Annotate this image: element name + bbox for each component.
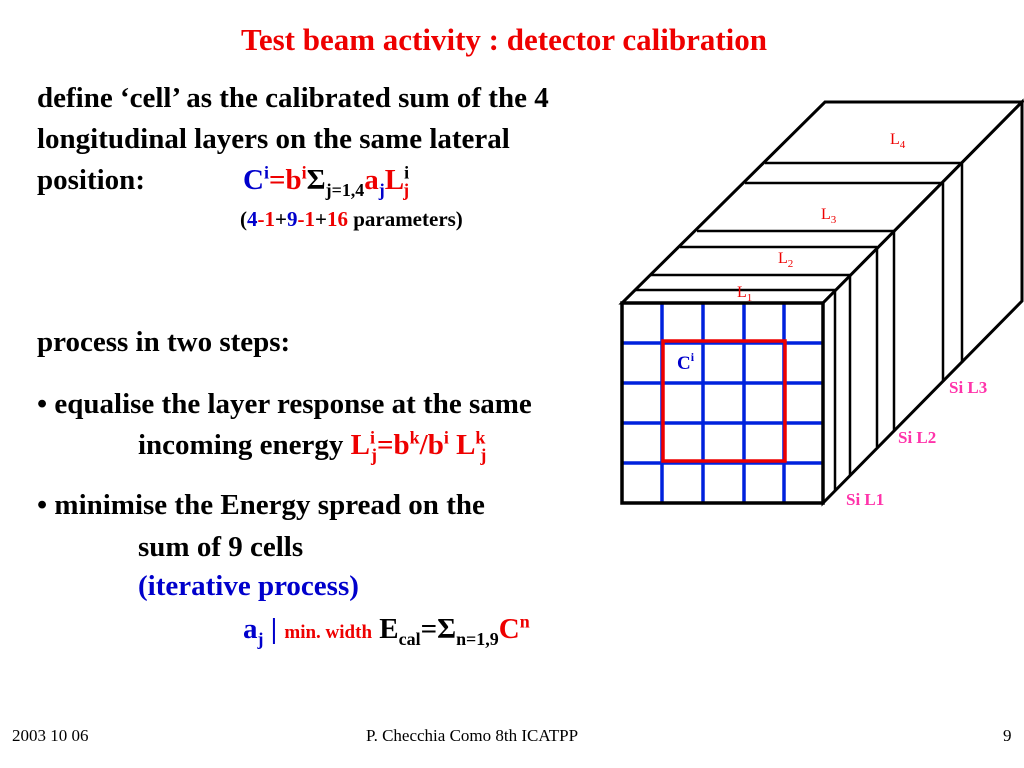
layer-label-1: L1 [737, 284, 752, 304]
formula-a: a [364, 164, 379, 196]
min-c: C [498, 613, 520, 645]
bullet-1-line-2-text: incoming energy [138, 429, 351, 461]
eq-b2-sup: i [443, 427, 449, 448]
param-n2: 9 [286, 207, 298, 231]
min-e: E [372, 613, 399, 645]
cell-formula: Ci=biΣj=1,4ajLij [243, 160, 409, 201]
intro-line-3: position: [37, 164, 145, 196]
cell-label: Ci [677, 350, 695, 374]
si-label-l2: Si L2 [898, 428, 936, 447]
param-plus1: + [275, 207, 287, 231]
param-open: ( [240, 207, 247, 231]
formula-b: b [285, 164, 302, 196]
footer-date: 2003 10 06 [12, 726, 89, 745]
intro-line-1: define ‘cell’ as the calibrated sum of t… [37, 82, 549, 114]
layer-label-3: L3 [821, 206, 837, 226]
bullet-2-text: minimise the Energy spread on the [54, 489, 485, 521]
bullet-2-marker: • [37, 489, 48, 521]
bullet-2-line-3: (iterative process) [138, 570, 359, 602]
eq-l2-sub: j [480, 444, 487, 465]
bullet-2-line-2: sum of 9 cells [138, 531, 304, 563]
formula-a-sub: j [378, 179, 385, 200]
eq-l2-sup: k [475, 427, 486, 448]
min-a: a [243, 613, 258, 645]
bullet-1-text: equalise the layer response at the same [54, 388, 532, 420]
layer-label-2: L2 [778, 250, 793, 270]
steps-heading: process in two steps: [37, 326, 291, 358]
formula-eq: = [268, 164, 286, 196]
eq-l: L [350, 429, 370, 461]
param-plus2: + [314, 207, 327, 231]
formula-l-sub: j [403, 179, 410, 200]
min-sigma-sub: n=1,9 [456, 628, 499, 649]
bullet-2: • minimise the Energy spread on the [37, 485, 485, 526]
formula-l: L [384, 164, 405, 196]
si-label-l1: Si L1 [846, 490, 884, 509]
slide-title: Test beam activity : detector calibratio… [240, 22, 768, 57]
detector-front-face [622, 303, 823, 503]
param-n1: 4 [247, 207, 258, 231]
min-eq-sigma: =Σ [420, 613, 457, 645]
eq-l-sub: j [371, 444, 377, 465]
min-width-label: min. width [284, 622, 373, 643]
min-c-sup: n [519, 611, 530, 632]
bullet-1: • equalise the layer response at the sam… [37, 384, 532, 425]
eq-b-sup: k [409, 427, 420, 448]
eq-l-sup: i [370, 427, 375, 448]
param-rest: parameters) [347, 207, 463, 231]
param-m2: -1 [297, 207, 315, 231]
intro-line-2: longitudinal layers on the same lateral [37, 123, 510, 155]
formula-c-sup: i [263, 162, 269, 183]
eq-l2: L [448, 429, 476, 461]
bullet-1-marker: • [37, 388, 48, 420]
min-a-sub: j [257, 628, 264, 649]
equalise-formula: Lij=bk/bi Lkj [350, 427, 487, 463]
front-face-border [620, 301, 825, 505]
param-n3: 16 [326, 207, 348, 231]
parameter-count: (4-1+9-1+16 parameters) [240, 207, 463, 232]
formula-c: C [243, 164, 264, 196]
min-e-sub: cal [398, 628, 421, 649]
param-m1: -1 [257, 207, 276, 231]
eq-slash-b: /b [419, 429, 444, 461]
formula-b-sup: i [301, 162, 307, 183]
layer-label-4: L4 [890, 131, 906, 151]
min-bar: | [263, 613, 285, 645]
formula-sigma: Σ [306, 164, 326, 196]
footer-author: P. Checchia Como 8th ICATPP [366, 726, 579, 745]
cell-highlight [661, 339, 787, 463]
footer-page-number: 9 [1003, 726, 1012, 745]
eq-b: =b [376, 429, 410, 461]
formula-l-sup: i [404, 162, 410, 183]
minimise-formula: aj | min. width Ecal=Σn=1,9Cn [243, 609, 530, 653]
formula-sigma-range: j=1,4 [325, 179, 365, 200]
bullet-1-line-2: incoming energy Lij=bk/bi Lkj [138, 425, 486, 466]
si-label-l3: Si L3 [949, 378, 987, 397]
